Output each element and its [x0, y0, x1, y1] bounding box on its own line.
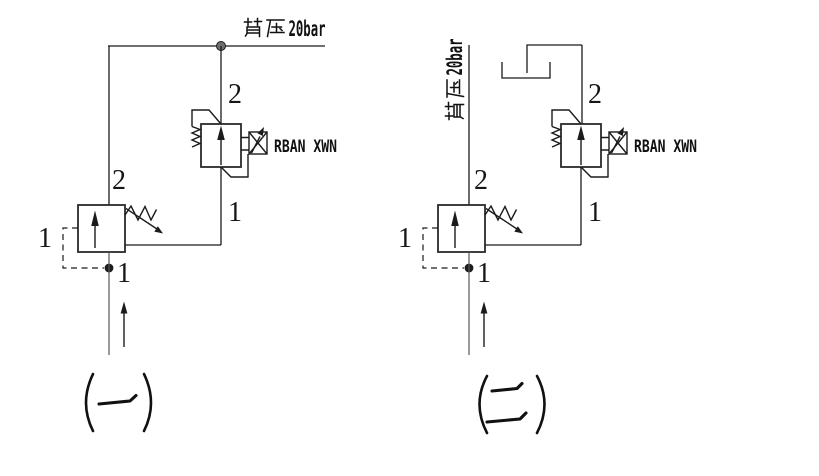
back-pressure-label: 20bar [243, 17, 326, 41]
caption-paren-close [535, 374, 546, 435]
tank-pipe [526, 44, 582, 73]
valve-flow-path-arrow-icon [451, 210, 459, 248]
pilot-line-dashed [422, 227, 464, 269]
port-label-relief-outlet: 1 [228, 197, 242, 228]
hanzi-bei-icon [243, 17, 263, 38]
hanzi-bei-icon [444, 101, 465, 121]
caption-paren-open [84, 372, 95, 433]
caption-paren-open [478, 374, 489, 435]
port-label-sequence-pilot: 1 [38, 223, 52, 254]
pilot-relief-valve-symbol [190, 109, 268, 178]
spring-icon [190, 125, 202, 148]
drain-passage-line [220, 154, 249, 178]
valve-model-label: RBAN XWN [634, 137, 697, 157]
port-label-sequence-pilot: 1 [398, 223, 412, 254]
pilot-passage-line [191, 109, 222, 127]
valve-flow-path-arrow-icon [577, 125, 585, 165]
hanzi-ya-icon [266, 19, 285, 38]
port-label-relief-inlet: 2 [588, 79, 602, 110]
port-label-sequence-outlet: 2 [112, 165, 126, 196]
spring-icon [550, 125, 562, 148]
back-pressure-valve-symbol [422, 204, 581, 269]
tank-branch [501, 44, 583, 124]
adjustable-spring-icon [124, 204, 158, 222]
back-pressure-value: 20bar [289, 17, 326, 41]
valve-model-label: RBAN XWN [274, 137, 337, 157]
hanzi-er-icon [485, 381, 528, 424]
adjustment-arrow-icon [125, 207, 163, 234]
flow-direction-arrow-icon [480, 301, 488, 347]
hanzi-ya-icon [446, 79, 465, 98]
port-label-sequence-outlet: 2 [474, 165, 488, 196]
adjustment-arrow-icon [485, 207, 523, 234]
pilot-line-dashed [62, 227, 104, 269]
pilot-relief-valve-symbol [550, 109, 628, 178]
port-label-relief-inlet: 2 [228, 79, 242, 110]
circuit-caption [84, 372, 153, 433]
port-label-inlet-junction: 1 [477, 258, 491, 289]
proportional-solenoid-icon [248, 127, 268, 155]
port-label-inlet-junction: 1 [117, 258, 131, 289]
proportional-solenoid-icon [608, 127, 628, 155]
drain-passage-line [580, 154, 609, 178]
valve-body [437, 204, 486, 253]
back-pressure-valve-symbol [62, 204, 221, 269]
adjustable-spring-icon [484, 204, 518, 222]
solenoid-stubs [601, 136, 609, 151]
solenoid-stubs [241, 136, 249, 151]
caption-paren-close [142, 372, 153, 433]
back-pressure-value: 20bar [443, 39, 467, 76]
circuit-one: 20bar 2 RBAN XWN [38, 17, 337, 433]
circuit-two: 20bar 2 RBAN XWN [398, 39, 697, 435]
circuit-caption [478, 374, 546, 435]
valve-flow-path-arrow-icon [91, 210, 99, 248]
valve-body [77, 204, 126, 253]
hanzi-yi-icon [97, 393, 138, 406]
pilot-passage-line [551, 109, 582, 127]
tank-icon [501, 62, 551, 79]
back-pressure-label: 20bar [443, 39, 467, 121]
port-label-relief-outlet: 1 [588, 197, 602, 228]
flow-direction-arrow-icon [120, 301, 128, 347]
valve-flow-path-arrow-icon [217, 125, 225, 165]
